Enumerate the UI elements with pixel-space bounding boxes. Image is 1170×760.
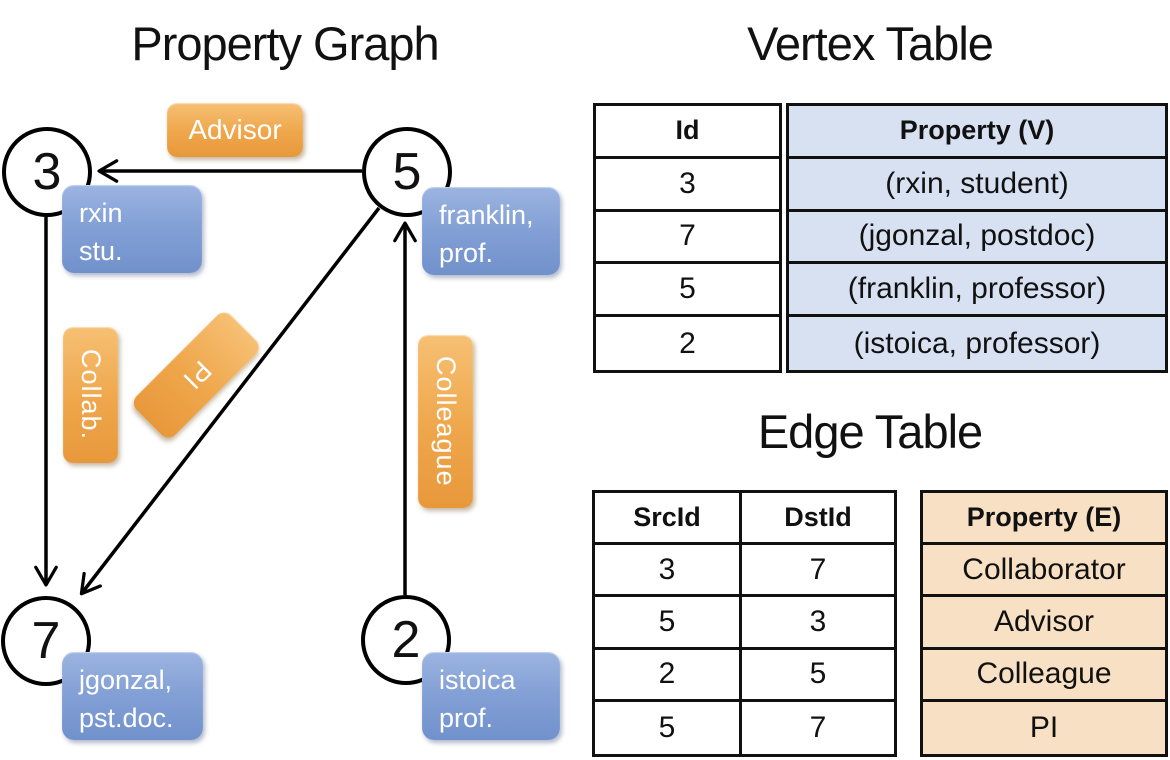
vertex-table-property-cell: (rxin, student) xyxy=(885,166,1069,200)
edge-table-property-cell: Colleague xyxy=(976,657,1112,691)
vertex-label-rxin-line2: stu. xyxy=(79,236,123,267)
vertex-table-property-header: Property (V) xyxy=(899,115,1055,146)
edge-label-advisor: Advisor xyxy=(167,103,303,157)
edge-label-pi-text: PI xyxy=(176,355,218,396)
edge-table-property-cell: PI xyxy=(1029,710,1059,744)
edge-table-dstid-header: DstId xyxy=(784,502,852,533)
edge-table-dstid-cell: 7 xyxy=(809,552,827,586)
graph-edges xyxy=(34,159,417,596)
vertex-label-rxin: rxin stu. xyxy=(62,185,202,273)
vertex-node-2: 2 xyxy=(361,595,451,685)
vertex-label-jgonzal-line2: pst.doc. xyxy=(79,703,174,734)
vertex-table-id-cell: 3 xyxy=(679,166,696,200)
vertex-label-istoica-line1: istoica xyxy=(439,665,516,695)
edge-table-srcid-header: SrcId xyxy=(595,493,742,543)
vertex-label-franklin-line1: franklin, xyxy=(439,200,534,230)
edge-label-advisor-text: Advisor xyxy=(188,114,282,145)
edge-table-srcid-cell: 5 xyxy=(595,701,742,754)
edge-label-colleague: Colleague xyxy=(418,335,473,508)
edge-table-dstid-cell: 3 xyxy=(809,604,827,638)
edge-table-property-cell: Collaborator xyxy=(962,552,1126,586)
vertex-label-rxin-line1: rxin xyxy=(79,198,123,228)
vertex-table-property-cell: (jgonzal, postdoc) xyxy=(858,219,1096,253)
vertex-label-istoica: istoica prof. xyxy=(422,652,560,740)
edge-table-property-header: Property (E) xyxy=(966,502,1122,533)
vertex-node-2-id: 2 xyxy=(391,611,421,669)
edge-label-collab: Collab. xyxy=(63,327,118,463)
vertex-table-id-header: Id xyxy=(675,115,700,146)
edge-table-dstid-cell: 5 xyxy=(809,657,827,691)
vertex-node-5: 5 xyxy=(362,127,452,217)
edge-table-dstid-cell: 7 xyxy=(809,710,827,744)
edge-table-title: Edge Table xyxy=(757,405,983,458)
vertex-node-3-id: 3 xyxy=(32,143,62,201)
vertex-node-7-id: 7 xyxy=(31,612,61,670)
edge-table-property-cell: Advisor xyxy=(993,604,1095,638)
vertex-table-id-cell: 7 xyxy=(679,219,696,253)
graph-title: Property Graph xyxy=(131,17,439,70)
vertex-label-franklin: franklin, prof. xyxy=(422,187,560,275)
vertex-node-5-id: 5 xyxy=(392,143,422,201)
vertex-table-property-column: Property (V) (rxin, student) (jgonzal, p… xyxy=(786,103,1168,373)
vertex-label-franklin-line2: prof. xyxy=(439,238,494,269)
vertex-table-id-cell: 2 xyxy=(679,326,696,360)
vertex-table-title: Vertex Table xyxy=(747,17,994,70)
edge-table-id-columns: SrcId DstId 3 7 5 3 2 5 5 7 xyxy=(592,490,897,757)
vertex-table-property-cell: (istoica, professor) xyxy=(853,326,1101,360)
edge-table-srcid-cell: 2 xyxy=(595,649,742,699)
vertex-label-jgonzal-line1: jgonzal, xyxy=(79,665,173,695)
vertex-table-id-column: Id 3 7 5 2 xyxy=(593,103,782,373)
edge-table-srcid-cell: 5 xyxy=(595,597,742,647)
edge-label-colleague-text: Colleague xyxy=(431,356,461,487)
vertex-table-property-cell: (franklin, professor) xyxy=(847,272,1107,306)
edge-label-collab-text: Collab. xyxy=(76,349,106,441)
vertex-label-jgonzal: jgonzal, pst.doc. xyxy=(62,652,203,740)
vertex-label-istoica-line2: prof. xyxy=(439,703,494,734)
vertex-table-id-cell: 5 xyxy=(679,272,696,306)
edge-pi-5-to-7-arrow-icon xyxy=(79,206,381,596)
edge-table-property-column: Property (E) Collaborator Advisor Collea… xyxy=(920,490,1168,757)
edge-table-srcid-cell: 3 xyxy=(595,545,742,595)
